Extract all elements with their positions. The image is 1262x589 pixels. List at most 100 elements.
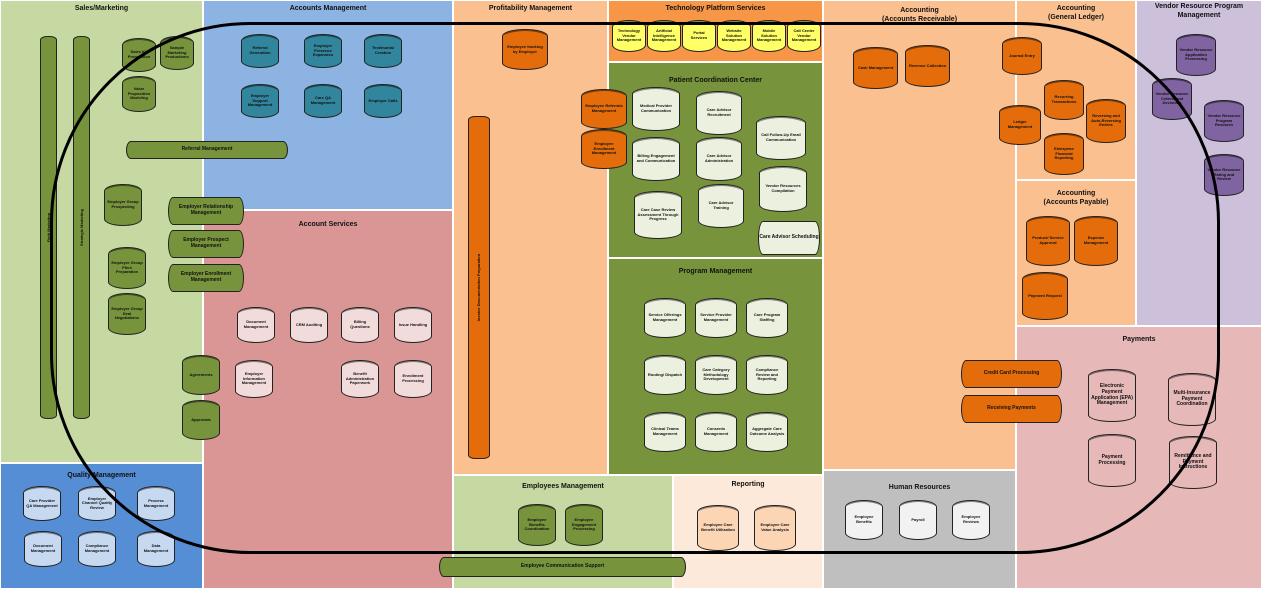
employer-group-prospecting-cylinder[interactable]: Employer Group Prospecting [104, 184, 142, 226]
employee-engagement-processing-cylinder[interactable]: Employee Engagement Processing [565, 504, 603, 546]
mobile-solution-management-cylinder[interactable]: Mobile Solution Management [752, 20, 786, 52]
care-program-staffing-cylinder[interactable]: Care Program Staffing [746, 298, 788, 338]
enrollment-processing-cylinder[interactable]: Enrollment Processing [394, 360, 432, 398]
care-case-review-assessment-cylinder[interactable]: Care Case Review Assessment Through Prog… [634, 191, 682, 239]
call-center-vendor-management-cylinder[interactable]: Call Center Vendor Management [787, 20, 821, 52]
region-title: Sales/Marketing [74, 5, 129, 12]
expense-management-cylinder[interactable]: Expense Management [1074, 216, 1118, 266]
journal-entry-cylinder[interactable]: Journal Entry [1002, 37, 1042, 75]
care-advisor-administration-cylinder[interactable]: Care Advisor Administration [696, 137, 742, 181]
quality-document-management-cylinder[interactable]: Document Management [24, 531, 62, 567]
invoice-documentation-preparation-cylinder[interactable]: Invoice Documentation Preparation [468, 116, 490, 459]
vendor-resource-rating-cylinder[interactable]: Vendor Resource Rating and Review [1204, 154, 1244, 196]
region-quality-management: Quality Management [0, 463, 203, 589]
employee-communication-support-cylinder[interactable]: Employee Communication Support [439, 557, 686, 577]
region-title: Reporting [731, 481, 765, 488]
technology-vendor-management-cylinder[interactable]: Technology Vendor Management [612, 20, 646, 52]
website-solution-management-cylinder[interactable]: Website Solution Management [717, 20, 751, 52]
sales-kit-preparation-cylinder[interactable]: Sales Kit Preparation [122, 38, 156, 72]
recurring-transactions-cylinder[interactable]: Recurring Transactions [1044, 80, 1084, 120]
agreements-cylinder[interactable]: Agreements [182, 355, 220, 395]
care-qa-management-cylinder[interactable]: Care QA Management [304, 84, 342, 118]
payment-request-cylinder[interactable]: Payment Request [1022, 272, 1068, 320]
product-service-approval-cylinder[interactable]: Product/ Service Approval [1026, 216, 1070, 266]
enterprise-financial-reporting-cylinder[interactable]: Enterprise Financial Reporting [1044, 133, 1084, 175]
employer-prospect-management-cylinder[interactable]: Employer Prospect Management [168, 230, 244, 258]
ledger-management-cylinder[interactable]: Ledger Management [999, 105, 1041, 145]
employer-group-deal-negotiations-cylinder[interactable]: Employer Group Deal Negotiations [108, 293, 146, 335]
data-management-cylinder[interactable]: Data Management [137, 531, 175, 567]
employee-enrollment-management-cylinder[interactable]: Employee Enrollment Management [581, 129, 627, 169]
service-offerings-management-cylinder[interactable]: Service Offerings Management [644, 298, 686, 338]
credit-card-processing-cylinder[interactable]: Credit Card Processing [961, 360, 1062, 388]
vendor-resource-application-cylinder[interactable]: Vendor Resource Application Processing [1176, 34, 1216, 76]
process-management-cylinder[interactable]: Process Management [137, 486, 175, 521]
employer-enrollment-management-cylinder[interactable]: Employer Enrollment Management [168, 264, 244, 292]
field-marketing-cylinder[interactable]: Field Marketing [40, 36, 57, 419]
region-account-services: Account Services [203, 210, 453, 589]
region-title: Accounting (Accounts Receivable) [881, 7, 958, 23]
employee-benefits-coordination-cylinder[interactable]: Employee Benefits Coordination [518, 504, 556, 546]
region-title: Technology Platform Services [665, 5, 766, 12]
referral-management-cylinder[interactable]: Referral Management [126, 141, 288, 159]
compliance-management-cylinder[interactable]: Compliance Management [78, 531, 116, 567]
employee-referrals-management-cylinder[interactable]: Employee Referrals Management [581, 89, 627, 129]
care-advisor-scheduling-cylinder[interactable]: Care Advisor Scheduling [758, 221, 820, 255]
compliance-review-reporting-cylinder[interactable]: Compliance Review and Reporting [746, 355, 788, 395]
care-advisor-recruitment-cylinder[interactable]: Care Advisor Recruitment [696, 91, 742, 135]
call-followup-email-communication-cylinder[interactable]: Call Follow-Up Email Communication [756, 116, 806, 160]
employer-support-management-cylinder[interactable]: Employer Support Management [241, 84, 279, 118]
portal-services-cylinder[interactable]: Portal Services [682, 20, 716, 52]
region-reporting: Reporting [673, 475, 823, 589]
care-advisor-training-cylinder[interactable]: Care Advisor Training [698, 184, 744, 228]
issue-handling-cylinder[interactable]: Issue Handling [394, 307, 432, 343]
care-provider-qa-cylinder[interactable]: Care Provider QA Management [23, 486, 61, 521]
cash-management-cylinder[interactable]: Cash Management [853, 47, 898, 89]
reversing-entries-cylinder[interactable]: Reversing and Auto-Reversing Entries [1086, 99, 1126, 143]
employer-information-management-cylinder[interactable]: Employer Information Management [235, 360, 273, 398]
employee-benefits-cylinder[interactable]: Employee Benefits [845, 500, 883, 540]
receiving-payments-cylinder[interactable]: Receiving Payments [961, 395, 1062, 423]
artificial-intelligence-management-cylinder[interactable]: Artificial Intelligence Management [647, 20, 681, 52]
multi-insurance-coordination-cylinder[interactable]: Multi-Insurance Payment Coordination [1168, 373, 1216, 426]
employee-reviews-cylinder[interactable]: Employee Reviews [952, 500, 990, 540]
electronic-payment-application-cylinder[interactable]: Electronic Payment Application (EPA) Man… [1088, 369, 1136, 422]
routing-dispatch-cylinder[interactable]: Routing/ Dispatch [644, 355, 686, 395]
care-category-methodology-cylinder[interactable]: Care Category Methodology Development [695, 355, 737, 395]
vendor-resource-research-cylinder[interactable]: Vendor Resource Program Research [1204, 100, 1244, 142]
employer-group-pitch-preparation-cylinder[interactable]: Employer Group Pitch Preparation [108, 247, 146, 289]
aggregate-care-outcome-cylinder[interactable]: Aggregate Care Outcome Analysis [746, 412, 788, 452]
region-title: Employees Management [522, 483, 604, 490]
service-provider-management-cylinder[interactable]: Service Provider Management [695, 298, 737, 338]
document-management-cylinder[interactable]: Document Management [237, 307, 275, 343]
payment-processing-cylinder[interactable]: Payment Processing [1088, 434, 1136, 487]
benefit-administration-paperwork-cylinder[interactable]: Benefit Administration Paperwork [341, 360, 379, 398]
region-title: Human Resources [888, 484, 951, 491]
vendor-resource-criteria-cylinder[interactable]: Vendor Resource Criteria and Decisions [1152, 78, 1192, 120]
employer-presence-expansion-cylinder[interactable]: Employer Presence Expansion [304, 34, 342, 68]
clinical-teams-management-cylinder[interactable]: Clinical Teams Management [644, 412, 686, 452]
strategic-marketing-cylinder[interactable]: Strategic Marketing [73, 36, 90, 419]
medical-provider-communication-cylinder[interactable]: Medical Provider Communication [632, 87, 680, 131]
employee-care-value-analysis-cylinder[interactable]: Employee Care Value Analysis [754, 505, 796, 551]
employee-tracking-by-employer-cylinder[interactable]: Employee tracking by Employer [502, 29, 548, 70]
crm-auditing-cylinder[interactable]: CRM Auditing [290, 307, 328, 343]
region-title: Program Management [678, 268, 753, 275]
payroll-cylinder[interactable]: Payroll [899, 500, 937, 540]
billing-questions-cylinder[interactable]: Billing Questions [341, 307, 379, 343]
employer-channel-quality-cylinder[interactable]: Employer Channel Quality Review [78, 486, 116, 521]
approvals-cylinder[interactable]: Approvals [182, 400, 220, 440]
employer-relationship-management-cylinder[interactable]: Employer Relationship Management [168, 197, 244, 225]
sample-marketing-productions-cylinder[interactable]: Sample Marketing Productions [160, 36, 194, 70]
vendor-resources-compilation-cylinder[interactable]: Vendor Resources Compilation [759, 166, 807, 212]
testimonial-creation-cylinder[interactable]: Testimonial Creation [364, 34, 402, 68]
employer-calls-cylinder[interactable]: Employer Calls [364, 84, 402, 118]
value-proposition-modeling-cylinder[interactable]: Value Proposition Modeling [122, 76, 156, 112]
remittance-payment-instructions-cylinder[interactable]: Remittance and Payment Instructions [1169, 436, 1217, 489]
consents-management-cylinder[interactable]: Consents Management [695, 412, 737, 452]
billing-engagement-communication-cylinder[interactable]: Billing Engagement and Communication [632, 137, 680, 181]
referral-generation-cylinder[interactable]: Referral Generation [241, 34, 279, 68]
revenue-collection-cylinder[interactable]: Revenue Collection [905, 45, 950, 87]
employee-care-benefit-utilization-cylinder[interactable]: Employee Care Benefit Utilization [697, 505, 739, 551]
region-title: Accounting (General Ledger) [1047, 5, 1104, 21]
